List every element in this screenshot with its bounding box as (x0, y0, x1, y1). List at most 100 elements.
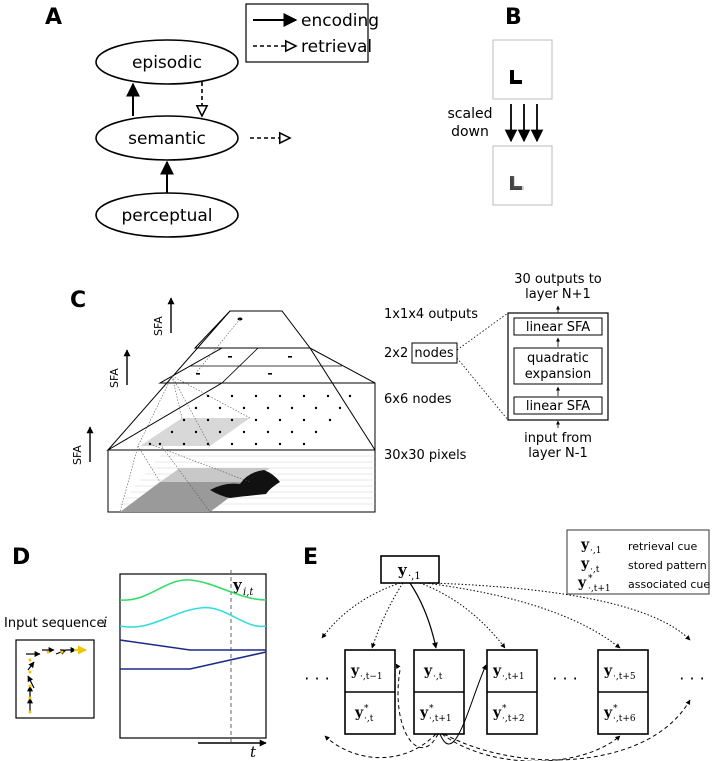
scaled-image (492, 145, 553, 206)
series-navy-2 (120, 651, 267, 670)
svg-text:y: y (603, 705, 613, 721)
svg-text:y: y (492, 705, 502, 721)
legend-retrieval-label: retrieval (301, 37, 372, 57)
svg-text:y: y (423, 663, 433, 679)
six-by-six-label: 6x6 nodes (384, 392, 452, 407)
series-navy-1 (119, 639, 266, 651)
node-bottom-label-1: input from (524, 431, 592, 446)
linear-sfa-bottom-label: linear SFA (526, 399, 590, 414)
node-detail: 30 outputs to layer N+1 linear SFA quadr… (507, 272, 609, 461)
quadratic-label-2: expansion (525, 367, 592, 382)
ellipsis-left: · · · (304, 669, 329, 688)
svg-text:y: y (492, 663, 502, 679)
memory-column-2: y ·,t y * ·,t+1 (413, 649, 465, 735)
nodes-box (411, 342, 458, 364)
sfa-hierarchy (106, 310, 376, 513)
t-label: t (250, 743, 257, 761)
quadratic-expansion-box (513, 347, 603, 385)
ellipsis-right: · · · (679, 669, 704, 688)
node-bottom-label-2: layer N-1 (528, 446, 587, 461)
svg-text:y: y (350, 663, 360, 679)
quadratic-label-1: quadratic (527, 351, 589, 366)
svg-text:·,t+6: ·,t+6 (613, 714, 636, 724)
retrieval-solid-arrow (409, 582, 438, 649)
panel-e-legend: y ·,1 retrieval cue y ·,t stored pattern… (566, 529, 710, 595)
svg-text:·,t+1: ·,t+1 (588, 584, 611, 594)
panel-d: D Input sequence i y i,t (4, 545, 267, 761)
svg-text:y: y (580, 537, 590, 553)
memory-column-3: y ·,t+1 y * ·,t+2 (486, 649, 538, 735)
memory-column-1: y ·,t−1 y * ·,t (344, 649, 396, 735)
ellipsis-middle: · · · (552, 669, 577, 688)
retrieval-cue-main: y (397, 561, 408, 579)
association-arrows (324, 663, 691, 761)
panel-d-letter: D (12, 545, 30, 570)
y-subscript: i,t (243, 587, 254, 598)
input-sequence-box (15, 639, 95, 719)
scaled-label-2: down (451, 124, 489, 140)
svg-text:*: * (364, 704, 369, 714)
panel-e: E y ·,1 retrieval cue y ·,t stored patte… (303, 529, 710, 761)
linear-sfa-bottom-box (513, 396, 603, 415)
svg-text:*: * (613, 704, 618, 714)
svg-text:y: y (580, 556, 590, 572)
svg-text:*: * (588, 574, 593, 584)
legend-encoding-label: encoding (301, 11, 379, 31)
retrieval-fanout-arrows (321, 582, 691, 649)
svg-text:·,t+1: ·,t+1 (502, 672, 525, 682)
svg-text:retrieval cue: retrieval cue (628, 540, 698, 553)
svg-text:·,t+1: ·,t+1 (429, 714, 452, 724)
nodes-label: nodes (414, 346, 453, 361)
svg-text:*: * (429, 704, 434, 714)
legend-row-retrieval-cue: y ·,1 retrieval cue (580, 537, 698, 556)
zoom-line-top (456, 312, 509, 351)
zoom-line-bottom (456, 357, 509, 421)
svg-text:y: y (419, 705, 429, 721)
panel-a-letter: A (45, 5, 62, 30)
series-cyan (119, 606, 267, 628)
outputs-label: 1x1x4 outputs (384, 307, 478, 322)
svg-text:SFA: SFA (152, 316, 165, 336)
panel-a: A encoding retrieval episodic semantic p… (45, 3, 379, 238)
l-shape-large (510, 70, 522, 84)
semantic-node (95, 115, 239, 161)
y-label: y (232, 576, 243, 594)
original-image (492, 39, 553, 100)
panel-a-legend: encoding retrieval (245, 3, 379, 63)
series-green (119, 579, 267, 601)
legend-row-associated-cue: y * ·,t+1 associated cue (577, 574, 710, 594)
scaled-label-1: scaled (448, 106, 493, 122)
svg-text:*: * (502, 704, 507, 714)
input-trajectory (26, 645, 87, 714)
sfa-arrow-bottom: SFA (71, 426, 94, 465)
svg-text:·,t: ·,t (590, 565, 600, 575)
input-object-blob (210, 470, 280, 498)
retrieval-cue-sub: ·,1 (408, 571, 421, 582)
svg-text:·,1: ·,1 (590, 546, 601, 556)
panel-b: B scaled down (448, 5, 553, 206)
input-sequence-var: i (103, 615, 107, 631)
two-by-two-nodes (196, 356, 292, 375)
node-top-label-1: 30 outputs to (514, 272, 602, 287)
two-by-two-label: 2x2 (384, 346, 408, 361)
panel-e-letter: E (303, 545, 318, 570)
svg-text:·,t: ·,t (364, 714, 374, 724)
input-sequence-label: Input sequence (4, 616, 104, 631)
linear-sfa-top-label: linear SFA (526, 320, 590, 335)
panel-b-letter: B (505, 5, 522, 30)
panel-c: C SFA SFA SFA (70, 272, 609, 513)
node-top-label-2: layer N+1 (525, 287, 591, 302)
svg-text:·,t+5: ·,t+5 (613, 672, 636, 682)
svg-text:·,t−1: ·,t−1 (360, 672, 383, 682)
svg-text:·,t: ·,t (433, 672, 443, 682)
legend-row-stored-pattern: y ·,t stored pattern (580, 556, 707, 575)
sfa-arrow-middle: SFA (108, 349, 131, 388)
panel-c-letter: C (70, 288, 86, 313)
semantic-label: semantic (128, 129, 206, 149)
pixels-label: 30x30 pixels (384, 448, 467, 463)
sfa-arrow-top: SFA (152, 297, 175, 336)
episodic-node (95, 39, 239, 85)
episodic-label: episodic (132, 53, 202, 73)
svg-text:y: y (603, 663, 613, 679)
svg-text:y: y (577, 575, 587, 591)
